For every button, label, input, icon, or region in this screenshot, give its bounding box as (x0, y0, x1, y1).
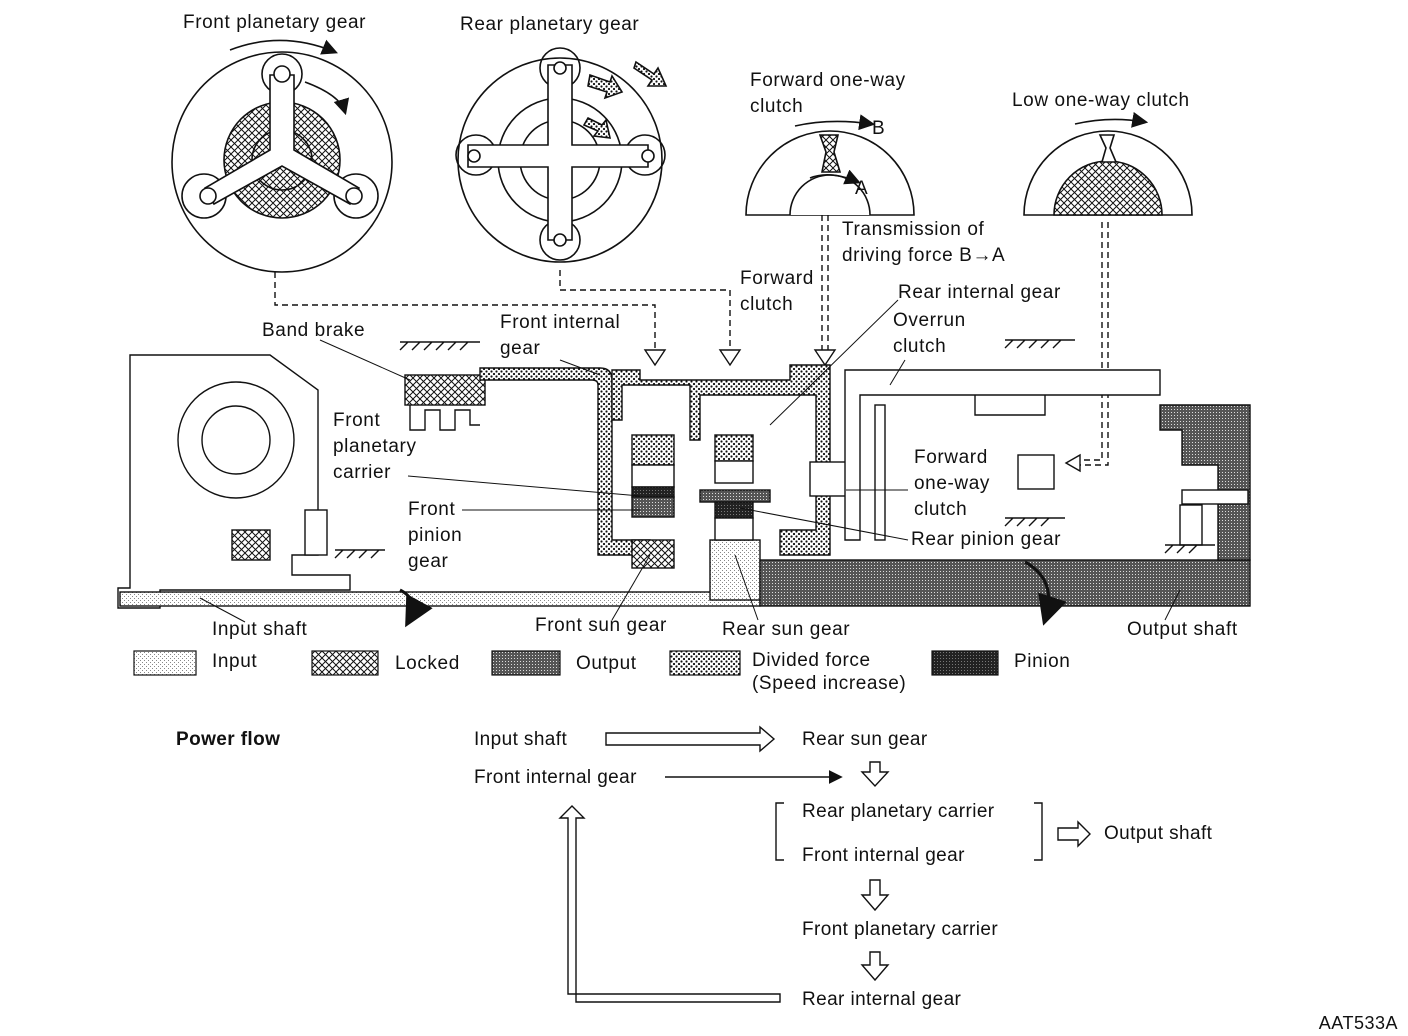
legend-locked-label: Locked (395, 653, 460, 674)
legend-input-label: Input (212, 651, 258, 672)
pf-input-shaft: Input shaft (474, 729, 568, 750)
pf-output-shaft: Output shaft (1104, 823, 1213, 844)
rear-internal-gear-label: Rear internal gear (898, 282, 1061, 303)
rear-pinion-gear-label: Rear pinion gear (911, 529, 1062, 550)
power-flow-arrows (558, 725, 1091, 1003)
output-shaft-label: Output shaft (1127, 619, 1238, 640)
figure-code: AAT533A (1318, 1013, 1398, 1033)
legend-divided-label: Divided force (Speed increase) (752, 650, 907, 694)
forward-oneway-clutch-top-label: Forward one-way clutch (750, 70, 906, 117)
legend-output-label: Output (576, 653, 637, 674)
pf-rear-planetary-carrier: Rear planetary carrier (802, 801, 995, 822)
letter-a-label: A (855, 178, 869, 199)
front-internal-gear-label: Front internal gear (500, 312, 621, 359)
forward-oneway-clutch-icon (745, 114, 915, 216)
legend-swatch-pinion (931, 650, 999, 676)
low-oneway-clutch-label: Low one-way clutch (1012, 90, 1190, 111)
forward-clutch-label: Forward clutch (740, 268, 814, 315)
transmission-cross-section (117, 299, 1251, 628)
rear-sun-gear-label: Rear sun gear (722, 619, 851, 640)
pf-front-internal-gear: Front internal gear (474, 767, 637, 788)
dashed-arrowheads (643, 349, 1081, 473)
power-flow-title: Power flow (176, 729, 281, 750)
forward-oneway-clutch-label: Forward one-way clutch (914, 447, 991, 520)
pf-front-planetary-carrier: Front planetary carrier (802, 919, 999, 940)
pf-front-internal-gear-2: Front internal gear (802, 845, 965, 866)
front-sun-gear-label: Front sun gear (535, 615, 667, 636)
overrun-clutch-label: Overrun clutch (893, 310, 966, 357)
front-planetary-gear-label: Front planetary gear (183, 12, 367, 33)
front-planetary-carrier-label: Front planetary carrier (333, 410, 417, 483)
legend-swatch-locked (311, 650, 379, 676)
letter-b-label: B (872, 118, 886, 139)
front-pinion-gear-label: Front pinion gear (408, 499, 463, 572)
rear-planetary-gear-icon (455, 47, 668, 263)
front-planetary-gear-icon (171, 39, 393, 273)
rear-planetary-gear-label: Rear planetary gear (460, 14, 640, 35)
legend-swatch-input (133, 650, 197, 676)
low-oneway-clutch-icon (1023, 111, 1193, 216)
input-shaft-label: Input shaft (212, 619, 308, 640)
pf-rear-internal-gear: Rear internal gear (802, 989, 962, 1010)
pf-rear-sun-gear: Rear sun gear (802, 729, 928, 750)
transmission-label: Transmission of driving force B→A (842, 219, 1006, 266)
legend-swatch-divided (669, 650, 741, 676)
dashed-connectors (274, 215, 1109, 466)
band-brake-label: Band brake (262, 320, 366, 341)
legend-pinion-label: Pinion (1014, 651, 1071, 672)
legend-swatch-output (491, 650, 561, 676)
legend-swatches (133, 650, 999, 676)
